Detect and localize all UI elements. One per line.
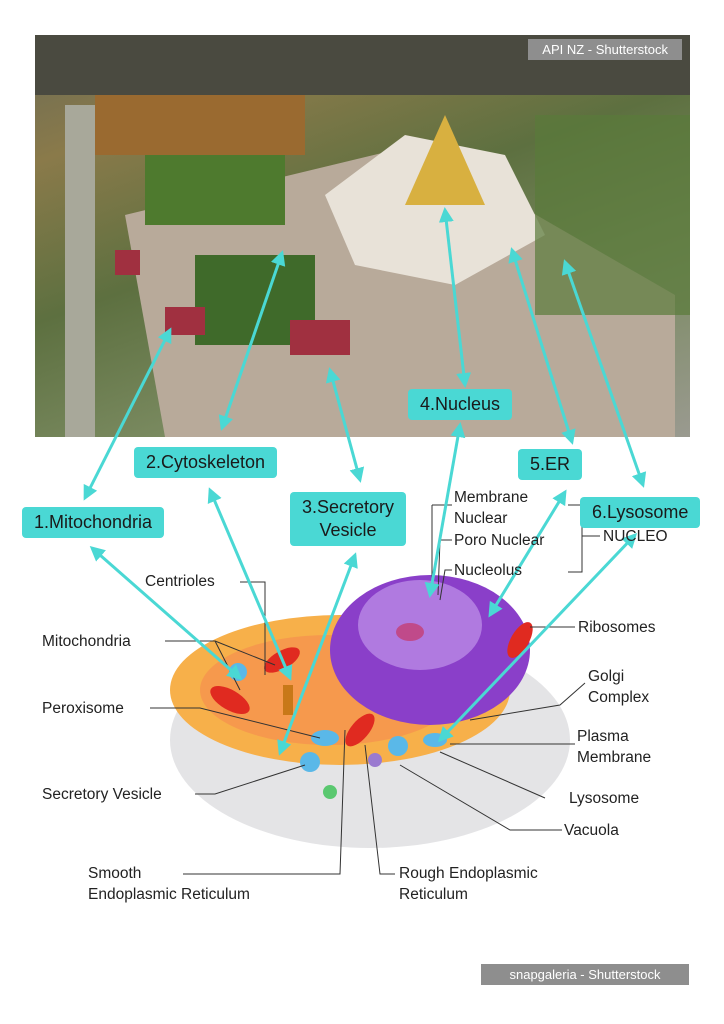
label-lysosome: Lysosome (569, 790, 640, 807)
nucleolus (396, 623, 424, 641)
diagram-credit: snapgaleria - Shutterstock (481, 964, 689, 985)
label-line: Endoplasmic Reticulum (88, 886, 250, 903)
label-poro-nuclear: Poro Nuclear (454, 532, 545, 549)
label-line: Plasma (577, 728, 629, 745)
label-line: Rough Endoplasmic (399, 865, 538, 882)
label-vacuola: Vacuola (564, 822, 619, 839)
label-mitochondria: Mitochondria (42, 633, 131, 650)
label-line: Nuclear (454, 510, 508, 527)
label-line: Membrane (454, 489, 529, 506)
label-nucleo: NUCLEO (603, 528, 668, 545)
label-line: Reticulum (399, 886, 468, 903)
label-peroxisome: Peroxisome (42, 700, 124, 717)
centrioles (283, 685, 293, 715)
mitochondrion (210, 686, 250, 714)
photo-credit: API NZ - Shutterstock (528, 39, 682, 60)
tag-er: 5.ER (518, 449, 583, 480)
tag-nucleus: 4.Nucleus (408, 389, 513, 420)
tag-mitochondria: 1.Mitochondria (22, 507, 165, 538)
tag-lysosome: 6.Lysosome (580, 497, 701, 528)
label-nucleolus: Nucleolus (454, 562, 523, 579)
label-ribosomes: Ribosomes (578, 619, 656, 636)
label-centrioles: Centrioles (145, 573, 215, 590)
tag-line: 3.Secretory (302, 497, 395, 517)
label-line: Golgi (588, 668, 625, 685)
mapping-arrows (83, 207, 647, 756)
tag-line: Vesicle (319, 520, 377, 540)
tag-cytoskeleton: 2.Cytoskeleton (134, 447, 278, 478)
label-line: Membrane (577, 749, 652, 766)
label-secretory-vesicle: Secretory Vesicle (42, 786, 162, 803)
label-line: Complex (588, 689, 650, 706)
label-line: Smooth (88, 865, 142, 882)
